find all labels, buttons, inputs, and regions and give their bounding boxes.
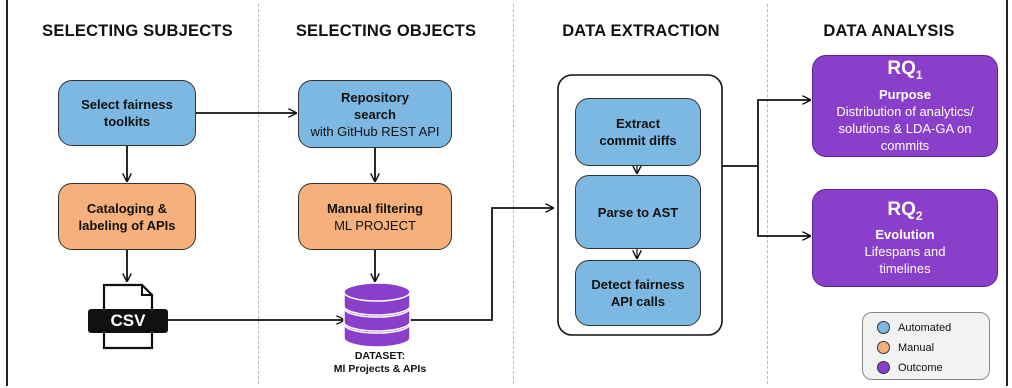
heading-data-analysis: DATA ANALYSIS	[823, 22, 955, 40]
dataset-label-line2: Ml Projects & APIs	[333, 363, 427, 375]
legend-automated: Automated	[877, 321, 951, 334]
rq1-heading: RQ1	[887, 58, 922, 86]
extract-commit-diffs-step: Extract commit diffs	[575, 98, 701, 166]
rq1-number: 1	[915, 67, 923, 82]
rq2-description: Lifespans and timelines	[864, 244, 946, 277]
csv-file-icon	[88, 283, 168, 350]
extract-commit-diffs-label: Extract commit diffs	[599, 116, 677, 148]
heading-data-extraction: DATA EXTRACTION	[562, 22, 720, 40]
rq1-title: Purpose	[878, 86, 931, 102]
rq1-outcome: RQ1 Purpose Distribution of analytics/ s…	[812, 55, 998, 157]
legend: Automated Manual Outcome	[862, 312, 990, 380]
heading-selecting-subjects: SELECTING SUBJECTS	[42, 22, 233, 40]
repository-search-title: Repository search	[341, 89, 409, 122]
rq2-heading: RQ2	[887, 199, 922, 227]
heading-selecting-objects: SELECTING OBJECTS	[295, 22, 477, 40]
detect-api-calls-label: Detect fairness API calls	[591, 277, 685, 309]
cataloging-step: Cataloging & labeling of APIs	[58, 183, 196, 250]
csv-label: CSV	[110, 311, 146, 330]
diagram-frame	[6, 0, 1008, 386]
legend-automated-label: Automated	[898, 321, 952, 334]
parse-ast-label: Parse to AST	[597, 204, 679, 220]
legend-outcome-label: Outcome	[898, 361, 943, 374]
rq1-prefix: RQ	[887, 58, 916, 80]
cataloging-label: Cataloging & labeling of APIs	[78, 200, 176, 233]
manual-filtering-title: Manual filtering	[326, 200, 424, 216]
column-divider-1	[258, 4, 259, 384]
dataset-label: DATASET: Ml Projects & APIs	[320, 350, 440, 376]
manual-filtering-subtitle: ML PROJECT	[334, 217, 416, 233]
dataset-label-line1: DATASET:	[354, 350, 406, 362]
outcome-swatch	[877, 361, 890, 374]
legend-manual: Manual	[877, 341, 934, 354]
rq2-number: 2	[915, 208, 923, 223]
legend-outcome: Outcome	[877, 361, 943, 374]
column-divider-2	[513, 4, 514, 384]
detect-api-calls-step: Detect fairness API calls	[575, 260, 701, 326]
repository-search-subtitle: with GitHub REST API	[310, 123, 440, 139]
legend-manual-label: Manual	[898, 341, 935, 354]
extraction-container	[557, 74, 723, 336]
database-icon	[343, 282, 411, 348]
column-divider-3	[767, 4, 768, 384]
manual-swatch	[877, 341, 890, 354]
select-toolkits-step: Select fairness toolkits	[58, 80, 196, 146]
rq2-prefix: RQ	[887, 198, 916, 220]
automated-swatch	[877, 321, 890, 334]
rq2-title: Evolution	[875, 227, 935, 243]
repository-search-step: Repository search with GitHub REST API	[298, 80, 452, 148]
parse-ast-step: Parse to AST	[575, 175, 701, 249]
manual-filtering-step: Manual filtering ML PROJECT	[298, 183, 452, 250]
rq2-outcome: RQ2 Evolution Lifespans and timelines	[812, 189, 998, 287]
select-toolkits-label: Select fairness toolkits	[81, 97, 173, 129]
rq1-description: Distribution of analytics/ solutions & L…	[836, 103, 974, 153]
